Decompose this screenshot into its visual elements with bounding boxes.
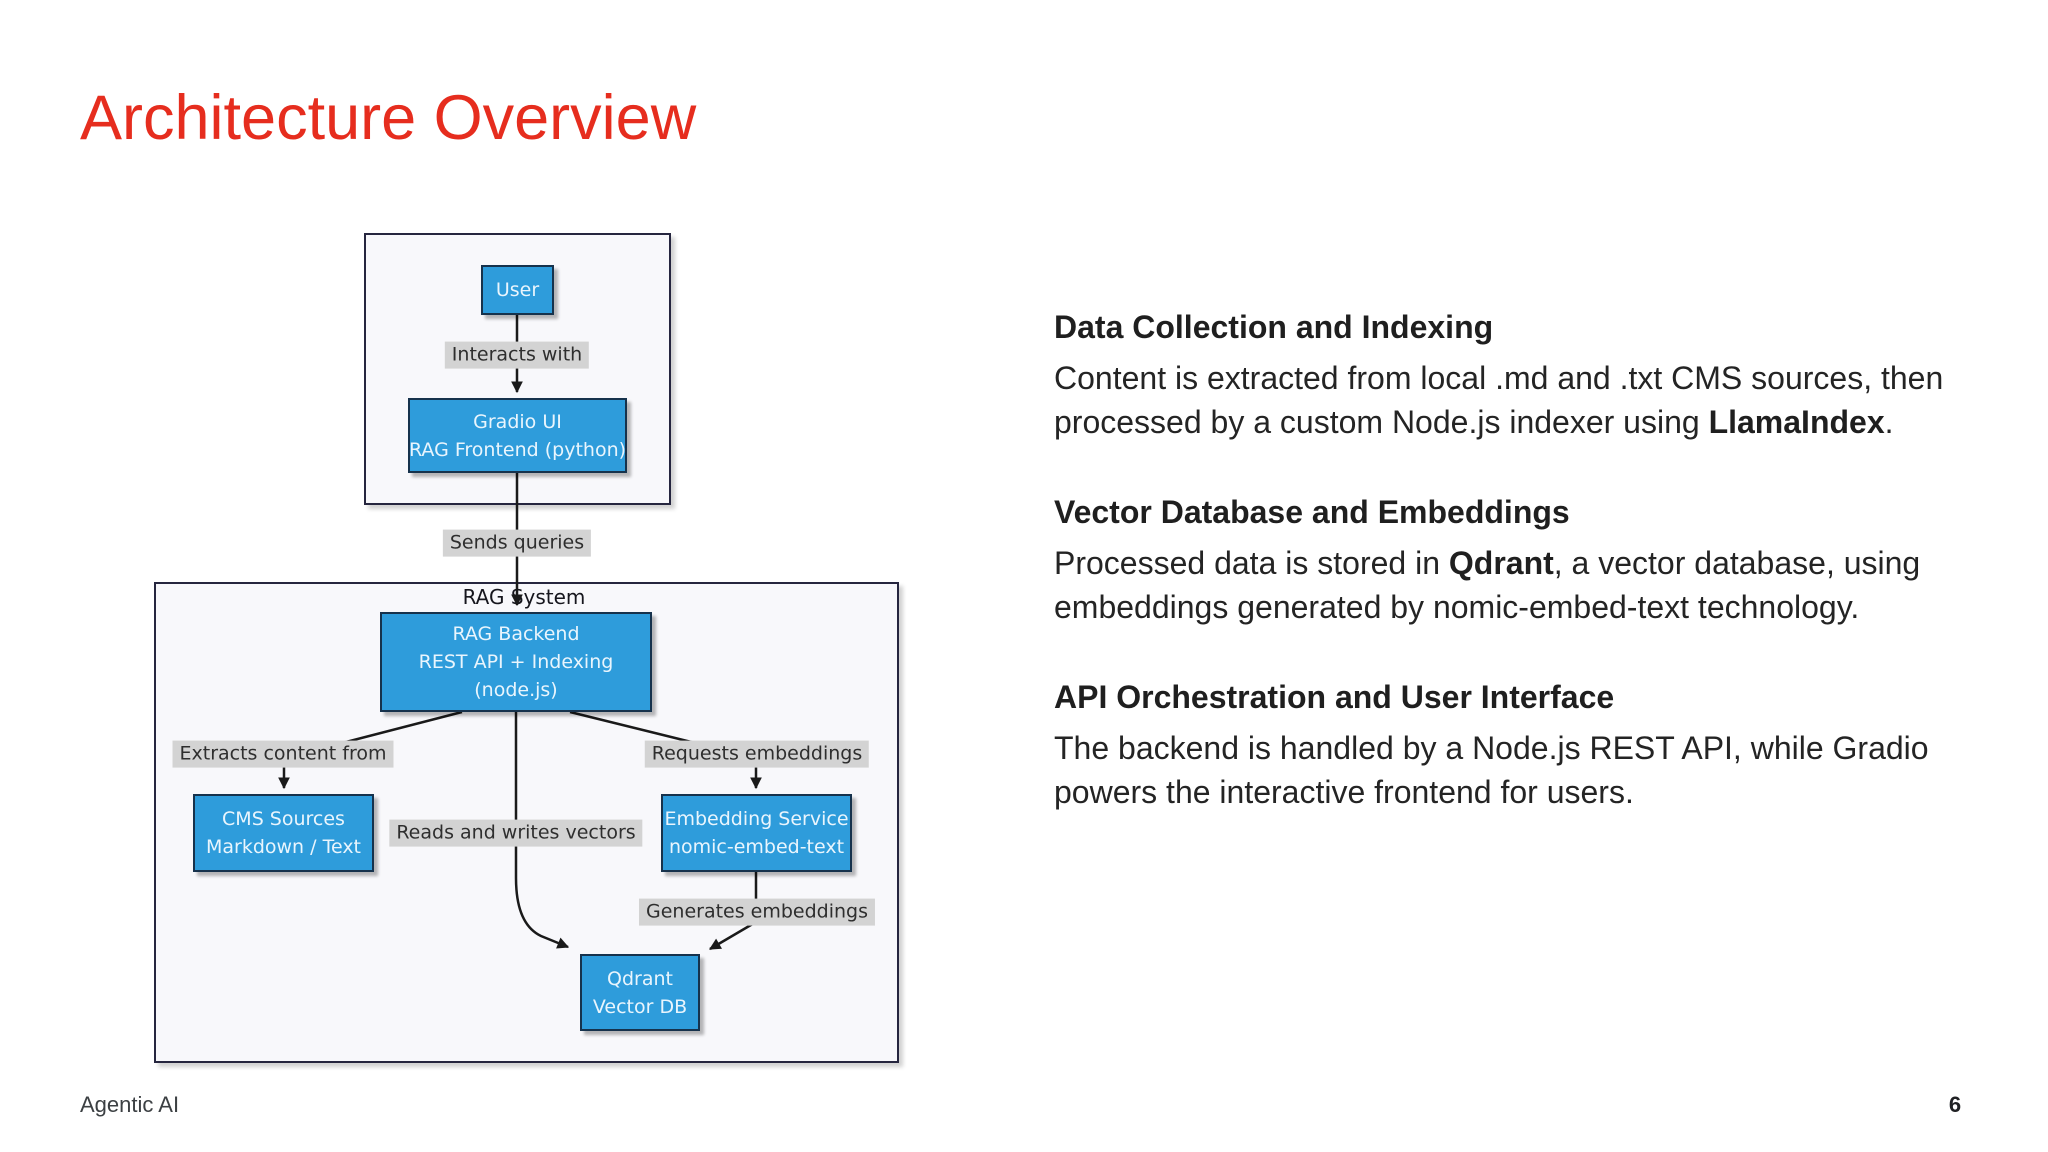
- node-embed-line2: nomic-embed-text: [668, 836, 845, 858]
- section-vector-database: Vector Database and Embeddings Processed…: [1054, 491, 1954, 629]
- body-text-bold: LlamaIndex: [1708, 404, 1885, 440]
- footer-deck-title: Agentic AI: [80, 1092, 180, 1117]
- body-text: The backend is handled by a Node.js REST…: [1054, 730, 1929, 766]
- page-number: 6: [1948, 1092, 1962, 1117]
- node-cms-line1: CMS Sources: [222, 808, 345, 830]
- edge-label-sends-queries: Sends queries: [442, 529, 592, 557]
- node-qdrant-line2: Vector DB: [592, 995, 688, 1018]
- section-body: The backend is handled by a Node.js REST…: [1054, 726, 1954, 814]
- node-backend-line1: RAG Backend: [452, 623, 580, 645]
- section-body: Content is extracted from local .md and …: [1054, 356, 1954, 444]
- node-backend-line3: (node.js): [474, 679, 558, 701]
- body-text-bold: Qdrant: [1448, 545, 1554, 581]
- node-embed-line1: Embedding Service: [664, 808, 849, 830]
- body-text: .: [1884, 404, 1894, 440]
- node-cms-line2: Markdown / Text: [205, 836, 362, 858]
- node-gradio-line2: RAG Frontend (python): [408, 438, 627, 461]
- node-qdrant-vector-db: Qdrant Vector DB: [580, 954, 700, 1031]
- node-user-label: User: [495, 279, 540, 301]
- node-gradio-ui: Gradio UI RAG Frontend (python): [408, 398, 627, 473]
- section-body: Processed data is stored in Qdrant, a ve…: [1054, 541, 1954, 629]
- section-data-collection: Data Collection and Indexing Content is …: [1054, 306, 1954, 444]
- edge-label-reads-writes-vectors: Reads and writes vectors: [389, 819, 643, 847]
- edge-label-requests-embeddings: Requests embeddings: [644, 740, 870, 768]
- slide-title: Architecture Overview: [80, 83, 697, 153]
- node-embedding-service: Embedding Service nomic-embed-text: [661, 794, 852, 872]
- node-rag-backend: RAG Backend REST API + Indexing (node.js…: [380, 612, 652, 712]
- section-heading: Data Collection and Indexing: [1054, 309, 1494, 345]
- edge-label-generates-embeddings: Generates embeddings: [638, 898, 876, 926]
- rag-system-cluster-label: RAG System: [462, 585, 586, 609]
- body-text: powers the interactive frontend for user…: [1054, 774, 1634, 810]
- node-cms-sources: CMS Sources Markdown / Text: [193, 794, 374, 872]
- section-api-orchestration: API Orchestration and User Interface The…: [1054, 676, 1954, 814]
- edge-label-interacts-with: Interacts with: [444, 341, 590, 369]
- edge-label-extracts-content: Extracts content from: [172, 740, 394, 768]
- node-user: User: [481, 265, 554, 315]
- node-backend-line2: REST API + Indexing: [418, 651, 614, 673]
- body-text: Content is extracted from local .md and …: [1054, 360, 1944, 396]
- body-text: processed by a custom Node.js indexer us…: [1054, 404, 1709, 440]
- section-heading: API Orchestration and User Interface: [1054, 679, 1615, 715]
- body-text: embeddings generated by nomic-embed-text…: [1054, 589, 1860, 625]
- section-heading: Vector Database and Embeddings: [1054, 494, 1570, 530]
- node-qdrant-line1: Qdrant: [607, 967, 673, 990]
- body-text: , a vector database, using: [1553, 545, 1921, 581]
- node-gradio-line1: Gradio UI: [473, 410, 562, 433]
- body-text: Processed data is stored in: [1054, 545, 1449, 581]
